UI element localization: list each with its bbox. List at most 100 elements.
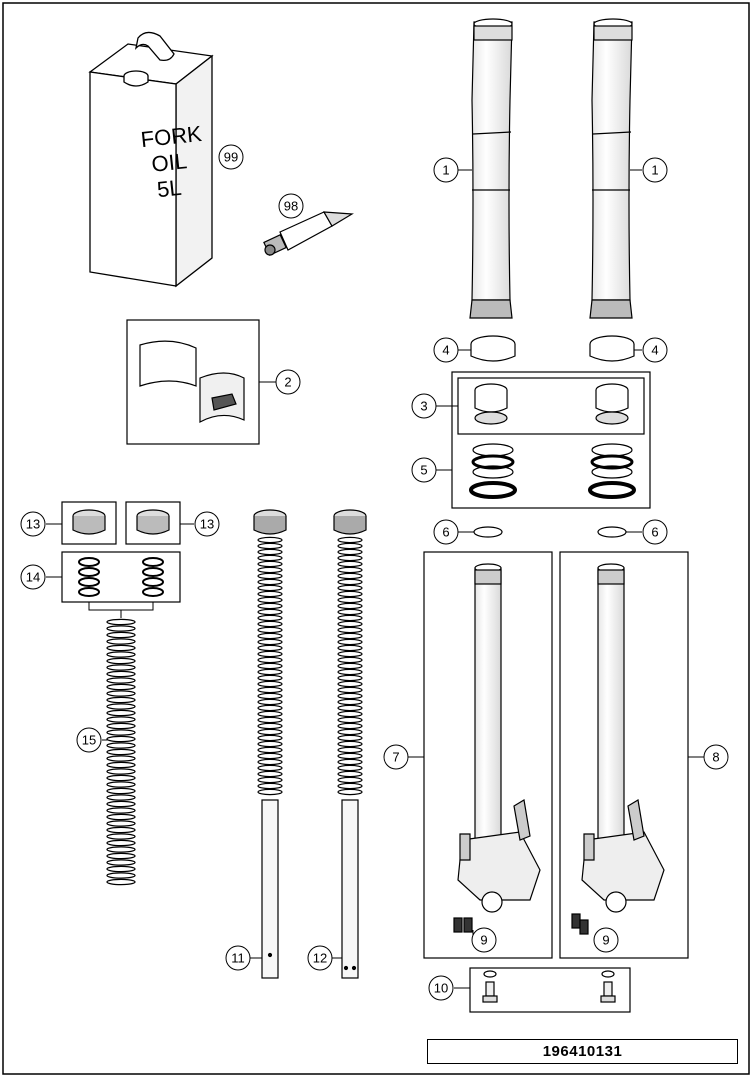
svg-text:15: 15 (82, 733, 96, 748)
top-cap-right (136, 509, 170, 535)
spring-coil (257, 608, 283, 616)
spring-coil (337, 536, 363, 544)
spring-coil (337, 746, 363, 754)
spring-coil (106, 813, 136, 821)
spring-coil (257, 692, 283, 700)
spring-coil (337, 680, 363, 688)
spring-coil (106, 690, 136, 697)
spring-coil (106, 644, 136, 652)
o-ring-right (597, 526, 627, 538)
spring-coil (257, 788, 283, 796)
spring-coil (257, 686, 283, 694)
top-cap-left (72, 509, 106, 535)
callout-9b: 9 (593, 927, 619, 953)
callout-98: 98 (278, 193, 304, 219)
spring-coil (106, 846, 136, 853)
spring-coil (106, 761, 136, 769)
spring-coil (257, 710, 283, 718)
callout-10: 10 (428, 975, 454, 1001)
spring-coil (257, 596, 283, 604)
spacer-bracket (88, 602, 154, 618)
outer-tube-right (589, 18, 633, 319)
spring-coil (106, 709, 136, 717)
reference-number: 196410131 (427, 1039, 738, 1064)
screw-right (600, 970, 616, 1003)
spring-coil (337, 716, 363, 724)
spring-coil (106, 872, 136, 879)
spring-coil (337, 770, 363, 778)
spring-coil (106, 722, 136, 730)
spring-coil (106, 716, 136, 723)
callout-13b: 13 (194, 511, 220, 537)
spring-coil (337, 548, 363, 556)
spring-coil (257, 746, 283, 754)
spring-coil (337, 614, 363, 622)
svg-text:14: 14 (26, 570, 40, 585)
spring-coil (106, 638, 136, 645)
spring-coil (257, 758, 283, 766)
callout-8: 8 (703, 744, 729, 770)
spring-coil (106, 878, 136, 886)
spring-coil (106, 631, 136, 639)
spring-coil (257, 716, 283, 724)
seal-set-left (469, 443, 517, 499)
spring-coil (257, 776, 283, 784)
spring-coil (106, 833, 136, 840)
spring-coil (257, 620, 283, 628)
spring-coil (337, 740, 363, 748)
svg-text:12: 12 (313, 951, 327, 966)
spring-coil (106, 800, 136, 808)
spring-coil (106, 664, 136, 671)
spring-coil (337, 710, 363, 718)
spring-coil (106, 859, 136, 866)
spring-coil (337, 602, 363, 610)
seal-kit-outer-box (451, 371, 651, 509)
spring-coil (337, 758, 363, 766)
spring-coil (337, 644, 363, 652)
spacer-set-left (78, 557, 100, 597)
callout-15: 15 (76, 727, 102, 753)
spring-coil (337, 590, 363, 598)
spring-coil (257, 752, 283, 760)
svg-text:6: 6 (651, 525, 658, 540)
spring-coil (106, 852, 136, 860)
spring-coil (337, 608, 363, 616)
callout-1b: 1 (642, 157, 668, 183)
spring-coil (106, 794, 136, 801)
spring-coil (106, 774, 136, 782)
svg-text:5: 5 (420, 463, 427, 478)
spring-coil (257, 734, 283, 742)
spring-coil (257, 614, 283, 622)
callout-1a: 1 (433, 157, 459, 183)
can-label-line2: OIL (150, 148, 188, 177)
spring-coil (257, 632, 283, 640)
inner-tube-box-left (423, 551, 553, 959)
spring-coil (337, 620, 363, 628)
spring-coil (257, 698, 283, 706)
svg-text:8: 8 (712, 750, 719, 765)
spring-coil (106, 748, 136, 756)
clamp-ring-left (470, 335, 516, 362)
svg-text:3: 3 (420, 399, 427, 414)
spring-coil (337, 638, 363, 646)
svg-text:9: 9 (602, 933, 609, 948)
spring-coil (257, 704, 283, 712)
spring-coil (337, 692, 363, 700)
svg-text:4: 4 (442, 343, 449, 358)
can-label-line3: 5L (156, 175, 183, 202)
spring-coil (337, 596, 363, 604)
spring-coil (106, 742, 136, 749)
spring-coil (257, 656, 283, 664)
spring-coil (106, 657, 136, 665)
callout-3: 3 (411, 393, 437, 419)
spring-coil (337, 704, 363, 712)
inner-tube-right (571, 563, 665, 935)
outer-tube-left (469, 18, 513, 319)
spring-coil (257, 542, 283, 550)
callout-6a: 6 (433, 519, 459, 545)
spring-coil (106, 865, 136, 873)
spring-coil (106, 729, 136, 736)
spring-coil (257, 662, 283, 670)
spring-coil (337, 674, 363, 682)
